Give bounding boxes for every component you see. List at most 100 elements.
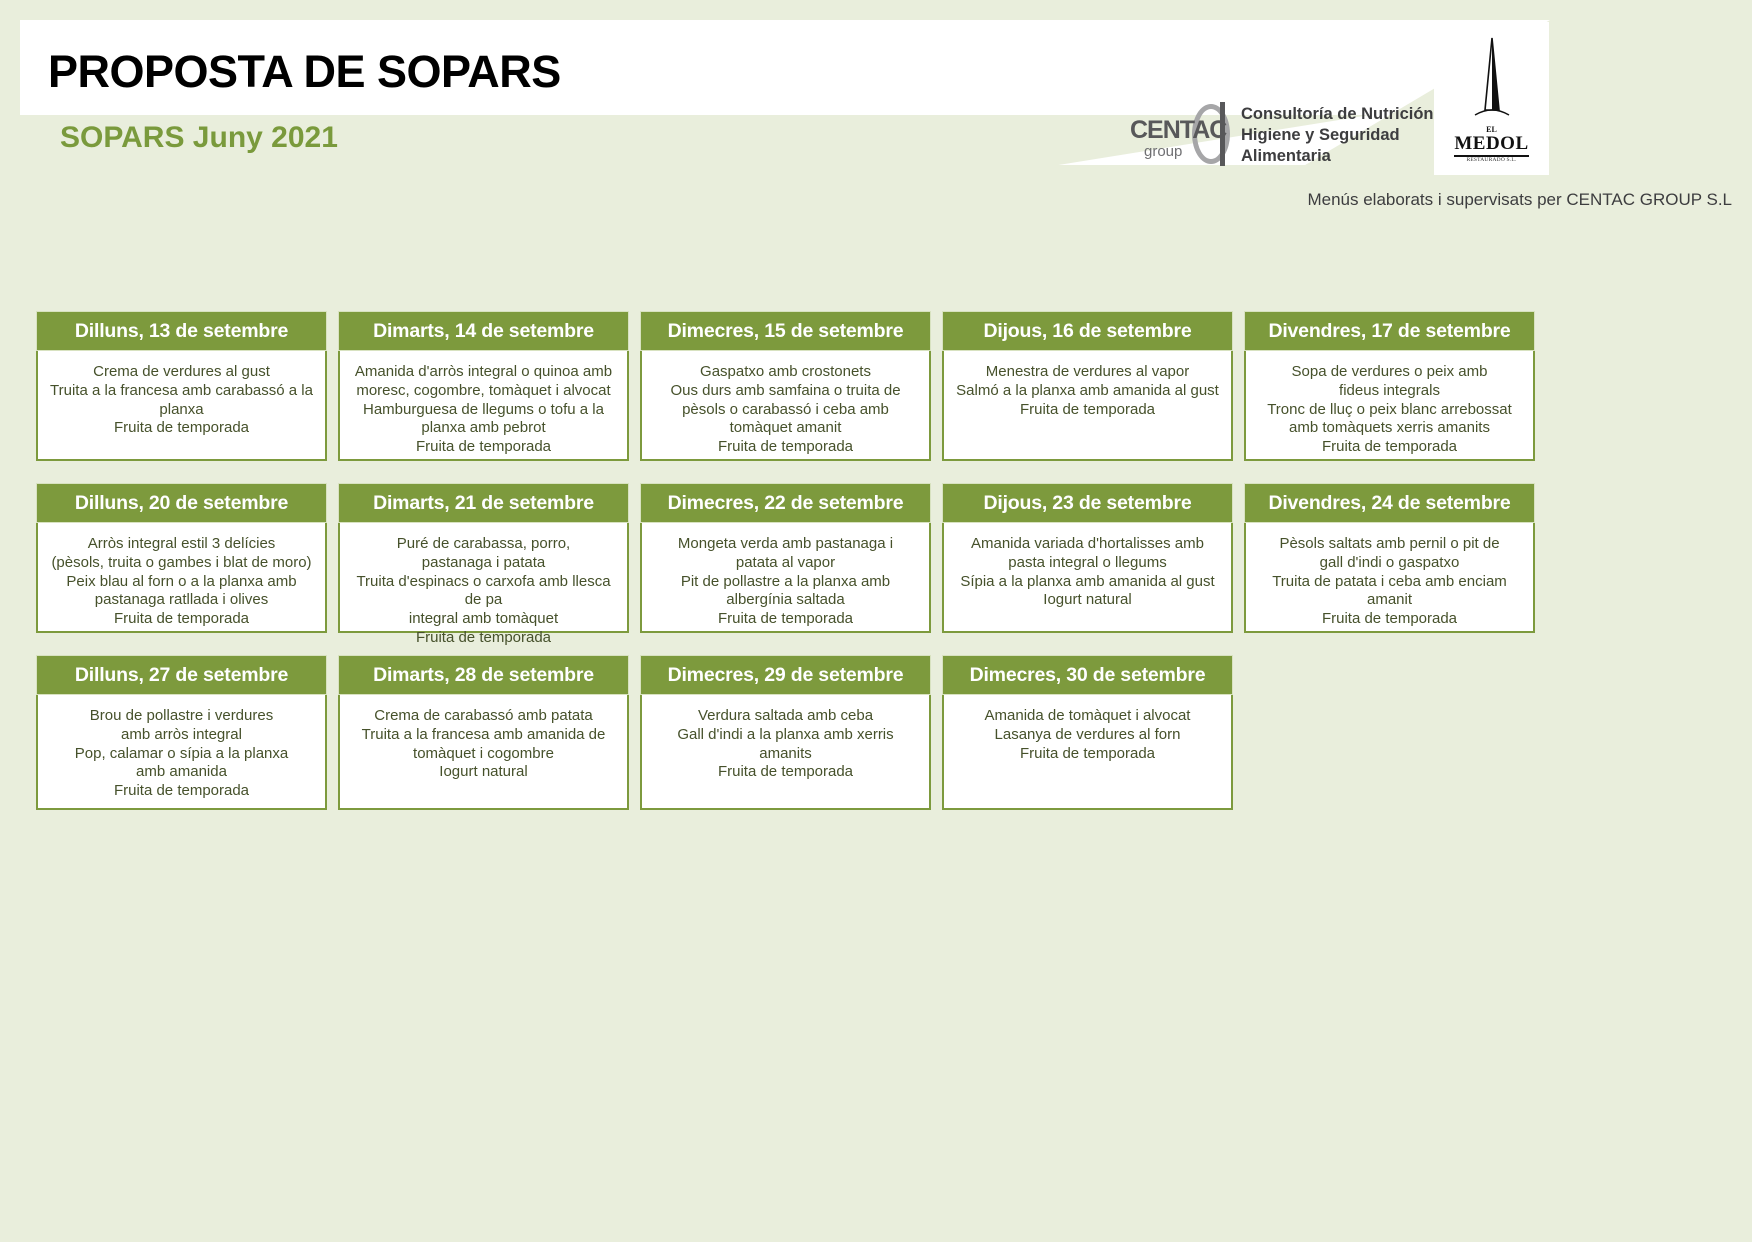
menu-line: Amanida de tomàquet i alvocat — [984, 707, 1191, 724]
medol-main-text: MEDOL — [1454, 133, 1529, 154]
menu-line: Fruita de temporada — [113, 610, 250, 627]
menu-line: Salmó a la planxa amb amanida al gust — [956, 381, 1219, 399]
day-card-body: Puré de carabassa, porro,pastanaga i pat… — [338, 523, 629, 646]
menu-line: pèsols o carabassó i ceba amb — [682, 400, 889, 418]
menu-line: Fruita de temporada — [113, 419, 250, 437]
page-header: PROPOSTA DE SOPARS SOPARS Juny 2021 — [0, 20, 1752, 167]
centac-tagline-line-2: Higiene y Seguridad — [1241, 126, 1400, 145]
centac-logo: CENTAC group Consultoría de Nutrición, H… — [1130, 98, 1438, 173]
menu-line: tomàquet i cogombre — [413, 744, 554, 762]
menu-line: (pèsols, truita o gambes i blat de moro) — [51, 553, 312, 571]
medol-divider — [1454, 155, 1529, 157]
day-card-header: Dimarts, 28 de setembre — [338, 655, 629, 695]
menu-line: Brou de pollastre i verdures — [89, 707, 274, 724]
menu-line: integral amb tomàquet — [408, 610, 559, 627]
medol-top-text: EL — [1486, 125, 1497, 134]
menu-line: Fruita de temporada — [1321, 438, 1458, 455]
day-card-header: Dimarts, 14 de setembre — [338, 311, 629, 351]
menu-line: Gaspatxo amb crostonets — [700, 363, 871, 380]
menu-line: Mongeta verda amb pastanaga i — [677, 535, 894, 552]
menu-line: Puré de carabassa, porro, — [396, 535, 571, 552]
obelisk-icon — [1474, 37, 1509, 116]
menu-line: Fruita de temporada — [1019, 744, 1156, 762]
day-card-header: Dimecres, 29 de setembre — [640, 655, 931, 695]
menu-line: Pit de pollastre a la planxa amb — [680, 572, 891, 590]
menu-line: patata al vapor — [735, 553, 836, 571]
menu-line: Sípia a la planxa amb amanida al gust — [960, 572, 1215, 590]
menu-line: Sopa de verdures o peix amb — [1291, 363, 1488, 380]
day-card-header: Dimarts, 21 de setembre — [338, 483, 629, 523]
menu-line: Fruita de temporada — [717, 763, 854, 781]
menu-line: Tronc de lluç o peix blanc arrebossat — [1267, 400, 1512, 418]
menu-line: Fruita de temporada — [717, 610, 854, 627]
menu-line: planxa amb pebrot — [421, 419, 546, 437]
menu-line: amb amanida — [136, 763, 227, 781]
menu-line: fideus integrals — [1339, 381, 1440, 399]
menu-line: gall d'indi o gaspatxo — [1319, 553, 1460, 571]
centac-bar-icon — [1220, 101, 1225, 166]
menu-line: Ous durs amb samfaina o truita de — [670, 381, 901, 399]
menu-line: Gall d'indi a la planxa amb xerris — [677, 725, 894, 743]
menu-line: Truita de patata i ceba amb enciam amani… — [1272, 572, 1507, 609]
menu-line: amb tomàquets xerris amanits — [1289, 419, 1490, 437]
menu-line: amb arròs integral — [121, 725, 242, 743]
menu-line: amanits — [759, 744, 812, 762]
day-card-header: Dimecres, 30 de setembre — [942, 655, 1233, 695]
menu-line: Verdura saltada amb ceba — [697, 707, 874, 724]
menu-line: Amanida d'arròs integral o quinoa amb — [354, 363, 613, 380]
menu-line: Amanida variada d'hortalisses amb — [971, 535, 1204, 552]
menu-line: Fruita de temporada — [1321, 610, 1458, 627]
menu-line: Arròs integral estil 3 delícies — [87, 535, 276, 552]
day-card-header: Dimecres, 22 de setembre — [640, 483, 931, 523]
menu-line: Hamburguesa de llegums o tofu a la — [363, 400, 604, 418]
medol-logo: EL MEDOL RESTAURADÓ S.L. — [1434, 22, 1549, 175]
day-card-header: Divendres, 24 de setembre — [1244, 483, 1535, 523]
centac-logo-mark: CENTAC group — [1130, 101, 1235, 170]
centac-tagline-line-3: Alimentaria — [1241, 146, 1331, 165]
centac-wordmark: CENTAC — [1130, 115, 1227, 144]
day-card-header: Dimecres, 15 de setembre — [640, 311, 931, 351]
menu-line: Fruita de temporada — [717, 438, 854, 455]
menu-line: Lasanya de verdures al forn — [994, 725, 1181, 743]
menu-line: Fruita de temporada — [415, 628, 552, 646]
menu-line: Truita a la francesa amb carabassó a la — [50, 381, 313, 399]
day-card-header: Dijous, 23 de setembre — [942, 483, 1233, 523]
menu-line: Pèsols saltats amb pernil o pit de — [1279, 535, 1500, 552]
menu-line: Pop, calamar o sípia a la planxa — [74, 744, 289, 762]
menu-line: Crema de carabassó amb patata — [374, 707, 593, 724]
day-card-header: Divendres, 17 de setembre — [1244, 311, 1535, 351]
menu-line: pasta integral o llegums — [1008, 553, 1167, 571]
page-title: PROPOSTA DE SOPARS — [48, 46, 561, 97]
centac-group-word: group — [1144, 142, 1183, 160]
day-card-header: Dilluns, 20 de setembre — [36, 483, 327, 523]
menu-line: pastanaga ratllada i olives — [94, 591, 269, 609]
menu-line: Truita d'espinacs o carxofa amb llesca d… — [356, 572, 611, 609]
supervised-note: Menús elaborats i supervisats per CENTAC… — [1307, 190, 1732, 209]
menu-line: Peix blau al forn o a la planxa amb — [66, 572, 297, 590]
menu-line: Iogurt natural — [1043, 591, 1132, 609]
